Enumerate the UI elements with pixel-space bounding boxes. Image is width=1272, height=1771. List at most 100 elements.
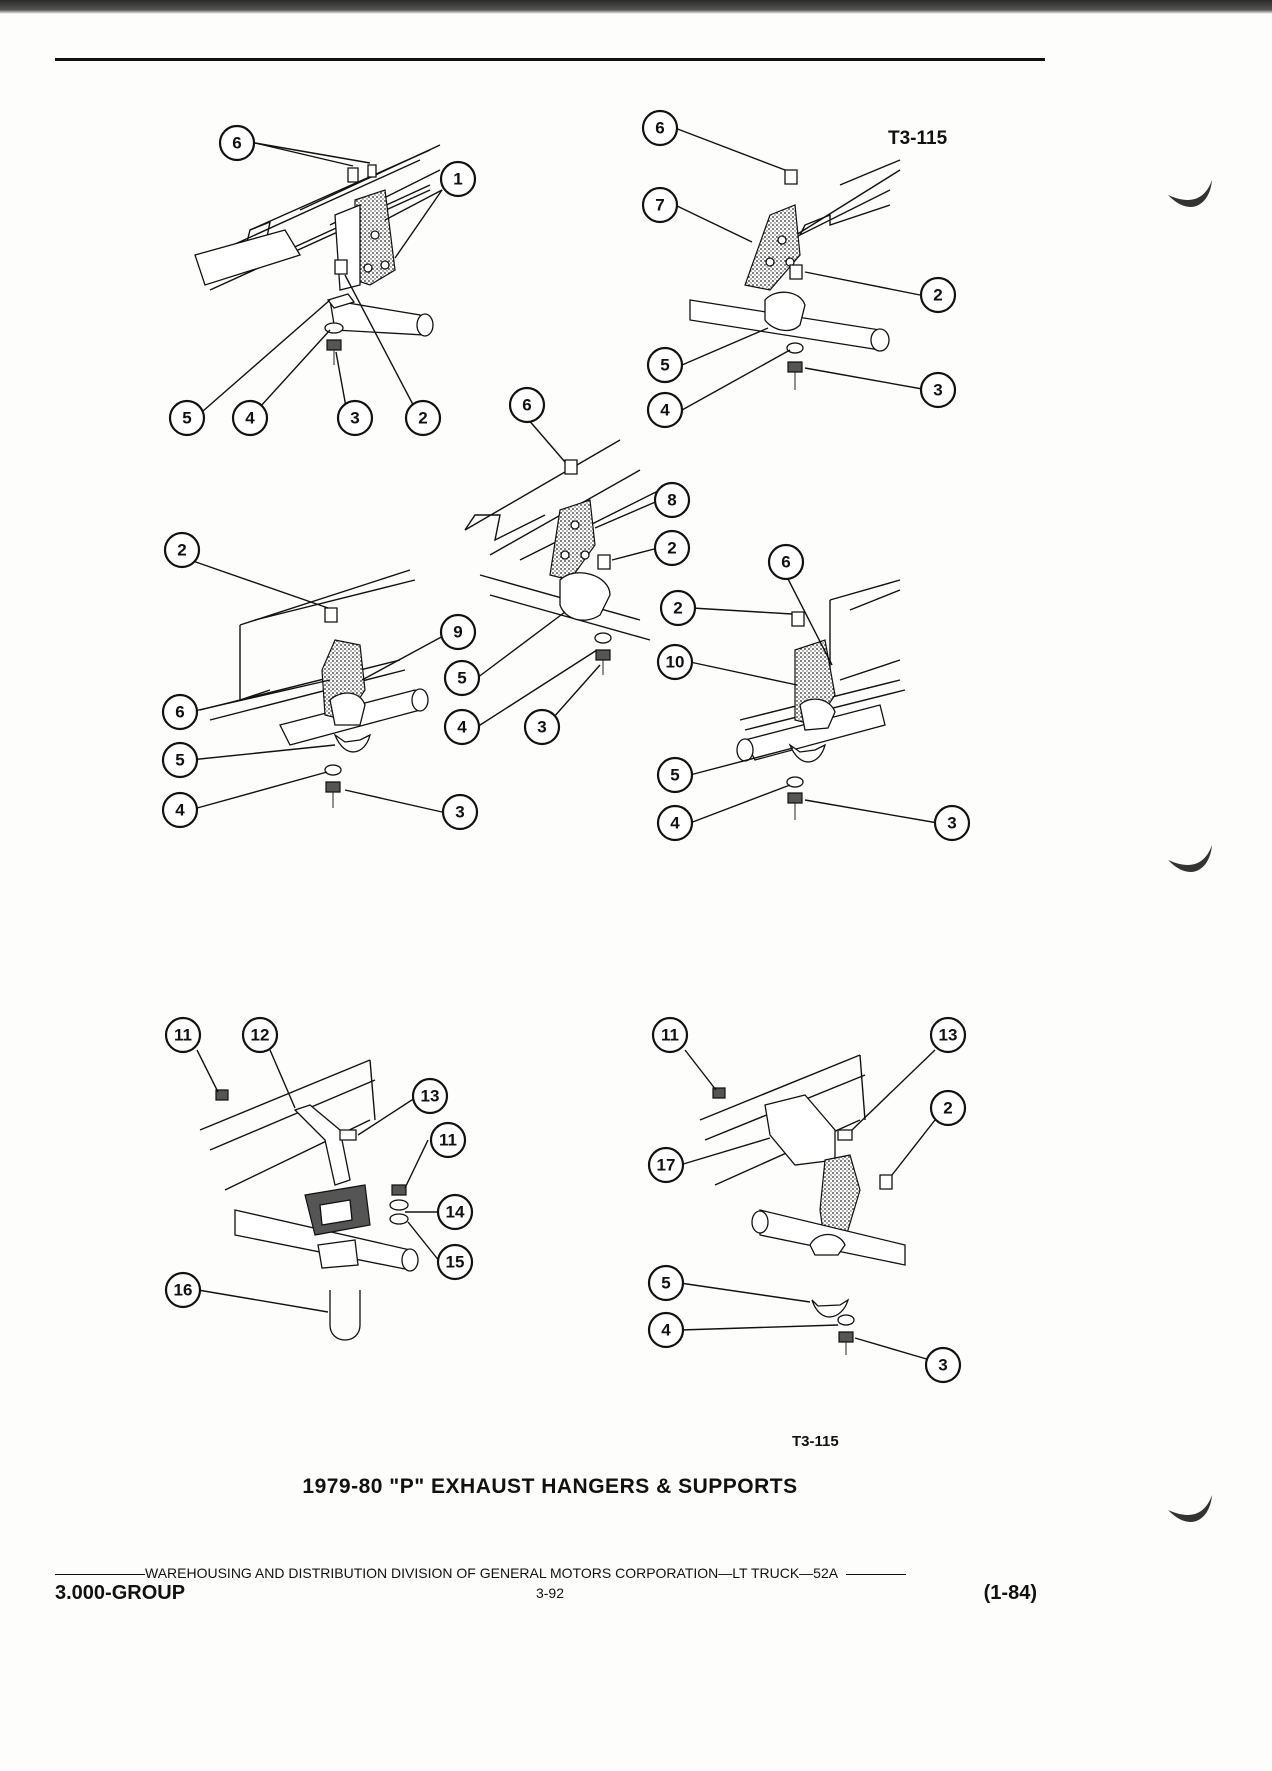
svg-text:16: 16 — [174, 1281, 193, 1300]
svg-text:1: 1 — [453, 170, 462, 189]
svg-text:2: 2 — [943, 1099, 952, 1118]
svg-text:2: 2 — [933, 286, 942, 305]
callout-4: 4 — [647, 1311, 685, 1349]
callout-8: 8 — [653, 481, 691, 519]
figure-id-top: T3-115 — [888, 128, 948, 149]
callout-9: 9 — [439, 613, 477, 651]
svg-text:3: 3 — [947, 814, 956, 833]
callout-12: 12 — [241, 1016, 279, 1054]
header-rule — [55, 58, 1045, 61]
svg-text:6: 6 — [655, 119, 664, 138]
callout-11: 11 — [651, 1016, 689, 1054]
callout-7: 7 — [641, 186, 679, 224]
callout-2: 2 — [163, 531, 201, 569]
callout-5: 5 — [161, 741, 199, 779]
svg-text:12: 12 — [251, 1026, 270, 1045]
view-c-frame-hanger — [464, 439, 661, 675]
callout-3: 3 — [919, 371, 957, 409]
svg-text:3: 3 — [933, 381, 942, 400]
svg-text:10: 10 — [666, 653, 685, 672]
svg-text:3: 3 — [938, 1356, 947, 1375]
callout-5: 5 — [443, 659, 481, 697]
callout-15: 15 — [436, 1243, 474, 1281]
callout-3: 3 — [336, 399, 374, 437]
callout-4: 4 — [443, 708, 481, 746]
svg-text:2: 2 — [418, 409, 427, 428]
callout-5: 5 — [656, 756, 694, 794]
svg-text:4: 4 — [670, 814, 680, 833]
figure-caption: 1979-80 "P" EXHAUST HANGERS & SUPPORTS — [302, 1475, 798, 1498]
callout-4: 4 — [231, 399, 269, 437]
view-a-frame-hanger — [194, 144, 441, 365]
svg-text:4: 4 — [245, 409, 255, 428]
footer-division-line: WAREHOUSING AND DISTRIBUTION DIVISION OF… — [55, 1565, 1045, 1581]
scan-top-edge — [0, 0, 1272, 14]
callout-6: 6 — [508, 386, 546, 424]
svg-text:5: 5 — [660, 356, 669, 375]
svg-text:3: 3 — [455, 803, 464, 822]
svg-text:14: 14 — [446, 1203, 465, 1222]
callout-6: 6 — [641, 109, 679, 147]
callout-11: 11 — [429, 1121, 467, 1159]
footer-group: 3.000-GROUP — [55, 1582, 186, 1604]
footer-division-text: WAREHOUSING AND DISTRIBUTION DIVISION OF… — [145, 1565, 839, 1581]
svg-text:9: 9 — [453, 623, 462, 642]
callout-2: 2 — [929, 1089, 967, 1127]
callout-5: 5 — [647, 1264, 685, 1302]
svg-text:2: 2 — [667, 539, 676, 558]
svg-text:6: 6 — [175, 703, 184, 722]
svg-text:3: 3 — [537, 718, 546, 737]
binder-marks — [1168, 180, 1212, 1522]
view-f-frame-hanger — [199, 1059, 419, 1341]
svg-text:5: 5 — [670, 766, 679, 785]
svg-text:13: 13 — [939, 1026, 958, 1045]
svg-text:15: 15 — [446, 1253, 465, 1272]
svg-text:5: 5 — [457, 669, 466, 688]
view-f-callouts: 11 12 13 11 14 15 16 — [164, 1016, 474, 1313]
svg-text:3: 3 — [350, 409, 359, 428]
callout-3: 3 — [933, 804, 971, 842]
callout-3: 3 — [523, 708, 561, 746]
callout-6: 6 — [218, 124, 256, 162]
view-d-callouts: 2 9 6 5 4 3 — [161, 531, 479, 831]
view-g-frame-hanger — [699, 1054, 906, 1355]
view-a-callouts: 6 1 5 4 3 2 — [168, 124, 477, 437]
callout-1: 1 — [439, 160, 477, 198]
callout-4: 4 — [646, 391, 684, 429]
svg-text:4: 4 — [661, 1321, 671, 1340]
svg-text:6: 6 — [232, 134, 241, 153]
view-e-frame-hanger — [736, 579, 906, 820]
svg-text:8: 8 — [667, 491, 676, 510]
callout-3: 3 — [441, 793, 479, 831]
svg-text:17: 17 — [657, 1156, 676, 1175]
svg-text:2: 2 — [177, 541, 186, 560]
callout-3: 3 — [924, 1346, 962, 1384]
callout-4: 4 — [656, 804, 694, 842]
svg-text:13: 13 — [421, 1087, 440, 1106]
svg-text:5: 5 — [661, 1274, 670, 1293]
view-b-frame-hanger — [689, 159, 901, 390]
view-b-callouts: 6 7 2 5 3 4 — [641, 109, 957, 429]
view-c-callouts: 6 8 2 5 4 3 — [443, 386, 691, 746]
svg-text:4: 4 — [660, 401, 670, 420]
view-e-callouts: 6 2 10 5 4 3 — [656, 543, 971, 842]
callout-13: 13 — [929, 1016, 967, 1054]
callout-5: 5 — [168, 399, 206, 437]
svg-text:4: 4 — [457, 718, 467, 737]
view-g-callouts: 11 13 2 17 5 4 3 — [647, 1016, 967, 1384]
figure-id-bottom: T3-115 — [792, 1433, 839, 1450]
callout-10: 10 — [656, 643, 694, 681]
svg-text:6: 6 — [781, 553, 790, 572]
callout-2: 2 — [404, 399, 442, 437]
footer-page-number: 3-92 — [535, 1585, 565, 1601]
callout-17: 17 — [647, 1146, 685, 1184]
svg-text:6: 6 — [522, 396, 531, 415]
callout-6: 6 — [161, 693, 199, 731]
callout-16: 16 — [164, 1271, 202, 1309]
callout-5: 5 — [646, 346, 684, 384]
footer-date-code: (1-84) — [983, 1582, 1037, 1604]
view-d-frame-hanger — [199, 569, 429, 808]
svg-text:11: 11 — [439, 1131, 457, 1150]
svg-text:7: 7 — [655, 196, 664, 215]
